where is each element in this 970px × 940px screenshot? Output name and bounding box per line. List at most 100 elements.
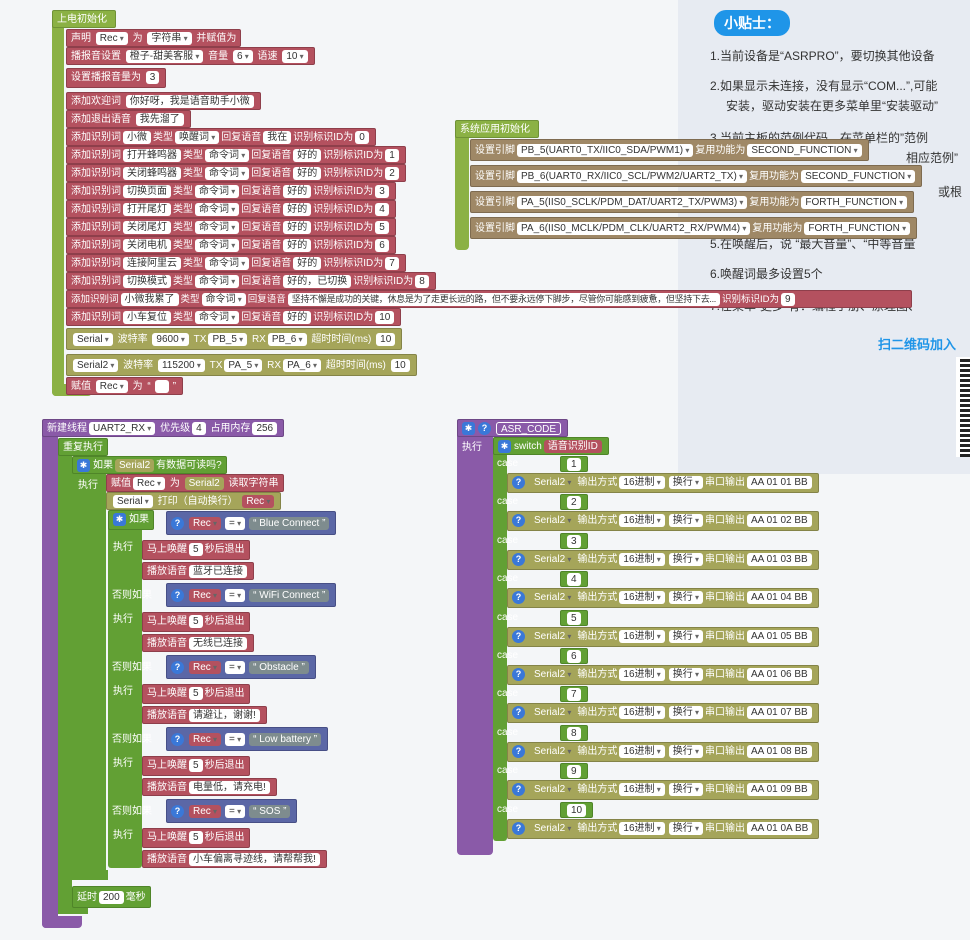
- condition-block[interactable]: ?Rec=“ Blue Connect ”: [166, 511, 337, 535]
- if-readable-block[interactable]: [72, 456, 106, 876]
- gear-icon[interactable]: ✱: [462, 421, 475, 435]
- serial-output-block[interactable]: ?Serial2输出方式16进制换行串口输出AA 01 08 BB: [507, 742, 819, 762]
- welcome-block[interactable]: 添加欢迎词 你好呀，我是语音助手小微: [66, 92, 261, 110]
- serial-output-block[interactable]: ?Serial2输出方式16进制换行串口输出AA 01 01 BB: [507, 473, 819, 493]
- asr-block[interactable]: [457, 419, 493, 855]
- help-icon[interactable]: ?: [512, 590, 525, 604]
- declare-block[interactable]: 声明 Rec 为 字符串 并赋值为: [66, 29, 242, 47]
- voice-dropdown[interactable]: 橙子-甜美客服: [125, 49, 204, 63]
- serial-output-block[interactable]: ?Serial2输出方式16进制换行串口输出AA 01 06 BB: [507, 665, 819, 685]
- setup-header[interactable]: 上电初始化: [52, 10, 116, 28]
- case-value[interactable]: 3: [560, 533, 588, 549]
- help-icon[interactable]: ?: [512, 782, 525, 796]
- exec-label: 执行: [113, 686, 133, 697]
- gear-icon[interactable]: ✱: [498, 439, 511, 453]
- serial-output-block[interactable]: ?Serial2输出方式16进制换行串口输出AA 01 03 BB: [507, 550, 819, 570]
- case-value[interactable]: 1: [560, 456, 588, 472]
- repeat-header[interactable]: 重复执行: [58, 438, 108, 456]
- add-word-block[interactable]: 添加识别词打开尾灯类型命令词回复语音好的识别标识ID为4: [66, 200, 396, 218]
- play-block[interactable]: 播放语音请避让，谢谢!: [142, 706, 267, 724]
- case-value[interactable]: 5: [560, 610, 588, 626]
- help-icon[interactable]: ?: [512, 705, 525, 719]
- setup-block[interactable]: [52, 10, 64, 396]
- add-word-block[interactable]: 添加识别词小微类型唤醒词回复语音我在识别标识ID为0: [66, 128, 376, 146]
- condition-block[interactable]: ?Rec=“ WiFi Connect ”: [166, 583, 337, 607]
- add-word-block[interactable]: 添加识别词小车复位类型命令词回复语音好的识别标识ID为10: [66, 308, 402, 326]
- exit-input[interactable]: 我先溜了: [135, 112, 184, 126]
- assign-block[interactable]: 赋值 Rec 为 “”: [66, 377, 184, 395]
- if-chain-block[interactable]: [108, 510, 142, 868]
- switch-block[interactable]: [493, 437, 507, 841]
- case-value[interactable]: 9: [560, 763, 588, 779]
- set-volume-block[interactable]: 设置播报音量为 3: [66, 68, 167, 88]
- add-word-block[interactable]: 添加识别词关闭蜂鸣器类型命令词回复语音好的识别标识ID为2: [66, 164, 406, 182]
- serial-output-block[interactable]: ?Serial2输出方式16进制换行串口输出AA 01 05 BB: [507, 627, 819, 647]
- play-block[interactable]: 播放语音蓝牙已连接: [142, 562, 254, 580]
- help-icon[interactable]: ?: [512, 629, 525, 643]
- help-icon[interactable]: ?: [512, 552, 525, 566]
- add-word-block[interactable]: 添加识别词小微我累了类型命令词回复语音坚持不懈是成功的关键，休息是为了走更长远的…: [66, 290, 912, 308]
- if-header[interactable]: ✱如果: [108, 510, 154, 530]
- volume-input[interactable]: 3: [145, 70, 160, 84]
- serial-output-block[interactable]: ?Serial2输出方式16进制换行串口输出AA 01 02 BB: [507, 511, 819, 531]
- case-value[interactable]: 7: [560, 686, 588, 702]
- serial-print-block[interactable]: Serial 打印（自动换行） Rec: [106, 492, 282, 510]
- add-word-block[interactable]: 添加识别词打开蜂鸣器类型命令词回复语音好的识别标识ID为1: [66, 146, 406, 164]
- add-word-block[interactable]: 添加识别词连接阿里云类型命令词回复语音好的识别标识ID为7: [66, 254, 406, 272]
- help-icon[interactable]: ?: [512, 667, 525, 681]
- gear-icon[interactable]: ✱: [77, 458, 90, 472]
- var-dropdown[interactable]: Rec: [95, 31, 128, 45]
- play-block[interactable]: 播放语音电量低，请充电!: [142, 778, 277, 796]
- help-icon[interactable]: ?: [512, 821, 525, 835]
- serial-output-block[interactable]: ?Serial2输出方式16进制换行串口输出AA 01 09 BB: [507, 780, 819, 800]
- welcome-input[interactable]: 你好呀，我是语音助手小微: [125, 94, 254, 108]
- help-icon[interactable]: ?: [512, 744, 525, 758]
- case-value[interactable]: 10: [560, 802, 594, 818]
- case-value[interactable]: 6: [560, 648, 588, 664]
- help-icon[interactable]: ?: [512, 513, 525, 527]
- case-value[interactable]: 8: [560, 725, 588, 741]
- condition-block[interactable]: ?Rec=“ Obstacle ”: [166, 655, 316, 679]
- condition-block[interactable]: ?Rec=“ Low battery ”: [166, 727, 329, 751]
- serial-output-block[interactable]: ?Serial2输出方式16进制换行串口输出AA 01 07 BB: [507, 703, 819, 723]
- speed-dropdown[interactable]: 10: [282, 49, 308, 63]
- condition-block[interactable]: ?Rec=“ SOS ”: [166, 799, 298, 823]
- gear-icon[interactable]: ✱: [113, 512, 126, 526]
- case-value[interactable]: 2: [560, 494, 588, 510]
- play-block[interactable]: 播放语音小车偏离寻迹线，请帮帮我!: [142, 850, 327, 868]
- thread-block[interactable]: [42, 420, 58, 928]
- serial-output-block[interactable]: ?Serial2输出方式16进制换行串口输出AA 01 04 BB: [507, 588, 819, 608]
- repeat-block[interactable]: [58, 438, 72, 910]
- add-word-block[interactable]: 添加识别词切换页面类型命令词回复语音好的识别标识ID为3: [66, 182, 396, 200]
- add-word-block[interactable]: 添加识别词关闭尾灯类型命令词回复语音好的识别标识ID为5: [66, 218, 396, 236]
- type-dropdown[interactable]: 字符串: [147, 31, 192, 45]
- add-word-block[interactable]: 添加识别词关闭电机类型命令词回复语音好的识别标识ID为6: [66, 236, 396, 254]
- sysinit-block[interactable]: [455, 120, 469, 250]
- sysinit-header[interactable]: 系统应用初始化: [455, 120, 539, 138]
- serial-output-block[interactable]: ?Serial2输出方式16进制换行串口输出AA 01 0A BB: [507, 819, 820, 839]
- exit-voice-block[interactable]: 添加退出语音 我先溜了: [66, 110, 191, 128]
- asr-header[interactable]: ✱?ASR_CODE: [457, 419, 569, 437]
- case-value[interactable]: 4: [560, 571, 588, 587]
- volume-dropdown[interactable]: 6: [232, 49, 253, 63]
- play-block[interactable]: 播放语音无线已连接: [142, 634, 254, 652]
- voice-setting-block[interactable]: 播报音设置 橙子-甜美客服 音量 6 语速 10: [66, 47, 315, 65]
- pin-mux-block[interactable]: 设置引脚PB_5(UART0_TX/IIC0_SDA/PWM1)复用功能为SEC…: [470, 139, 869, 161]
- help-icon[interactable]: ?: [512, 475, 525, 489]
